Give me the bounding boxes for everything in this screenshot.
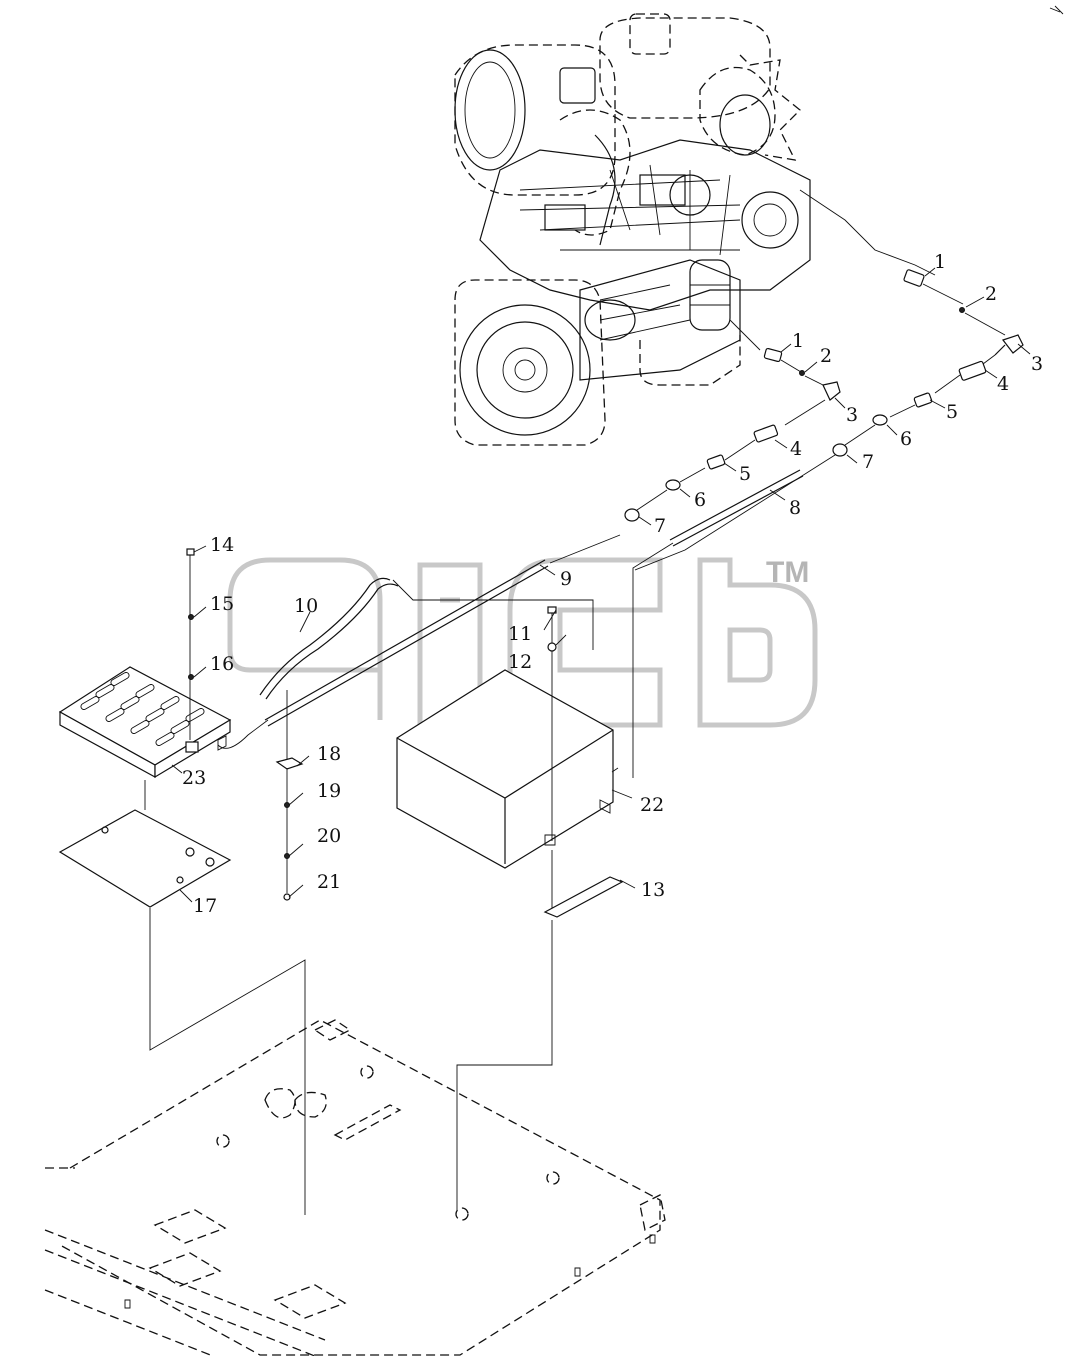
callout-12: 12 (508, 651, 532, 673)
washer-2a (959, 307, 965, 313)
frame-floor (44, 1019, 666, 1356)
callout-22: 22 (640, 794, 664, 816)
connector-1b (763, 347, 783, 363)
callout-13: 13 (641, 879, 665, 901)
callout-10: 10 (294, 595, 318, 617)
tank-mount-hardware (456, 606, 624, 1210)
connector-5a (913, 392, 933, 408)
callout-5-lower: 5 (739, 463, 751, 485)
fuel-hoses (217, 469, 804, 778)
callout-14: 14 (210, 534, 234, 556)
callout-7-lower: 7 (654, 515, 666, 537)
callout-17: 17 (193, 895, 217, 917)
step-plate (58, 666, 232, 779)
upper-fuel-fitting-chain (634, 269, 1024, 571)
callout-21: 21 (317, 871, 341, 893)
callout-7-upper: 7 (862, 451, 874, 473)
washer-12 (547, 642, 557, 652)
trademark-symbol: TM (766, 556, 809, 589)
clip-7b (624, 508, 640, 522)
engine-assembly (454, 13, 936, 446)
callout-5-upper: 5 (946, 401, 958, 423)
callout-1-upper: 1 (934, 251, 946, 273)
callout-3-upper: 3 (1031, 353, 1043, 375)
clamp-6a (872, 414, 888, 426)
callout-8: 8 (789, 497, 801, 519)
connector-5b (706, 454, 726, 470)
callout-20: 20 (317, 825, 341, 847)
elbow-3b (822, 381, 841, 401)
callout-leaders (171, 267, 1031, 903)
lower-fuel-fitting-chain (624, 347, 841, 522)
clamp-6b (665, 479, 681, 491)
fuel-tank (396, 669, 619, 869)
callout-6-lower: 6 (694, 489, 706, 511)
floor-cover (58, 809, 232, 908)
callout-6-upper: 6 (900, 428, 912, 450)
callout-2-upper: 2 (985, 283, 997, 305)
hose-4a (958, 360, 987, 381)
callout-4-lower: 4 (790, 438, 802, 460)
callout-16: 16 (210, 653, 234, 675)
callout-23: 23 (182, 767, 206, 789)
watermark-logo: TM (227, 556, 818, 728)
hose-4b (753, 424, 779, 443)
connector-1a (903, 269, 964, 305)
clamp-18 (275, 757, 304, 770)
callout-labels: 1 2 3 4 5 6 7 1 2 3 4 5 6 7 8 9 10 11 12… (182, 251, 1043, 917)
callout-18: 18 (317, 743, 341, 765)
callout-1-lower: 1 (792, 330, 804, 352)
corner-mark (1049, 5, 1064, 15)
callout-3-lower: 3 (846, 404, 858, 426)
callout-2-lower: 2 (820, 345, 832, 367)
callout-15: 15 (210, 593, 234, 615)
callout-19: 19 (317, 780, 341, 802)
callout-4-upper: 4 (997, 373, 1009, 395)
washer-2b (799, 370, 805, 376)
hose-clamp-hardware (275, 690, 304, 901)
callout-9: 9 (560, 568, 572, 590)
strap-13 (543, 876, 624, 918)
callout-11: 11 (508, 623, 532, 645)
elbow-3a (994, 334, 1024, 356)
clip-7a (832, 443, 848, 457)
